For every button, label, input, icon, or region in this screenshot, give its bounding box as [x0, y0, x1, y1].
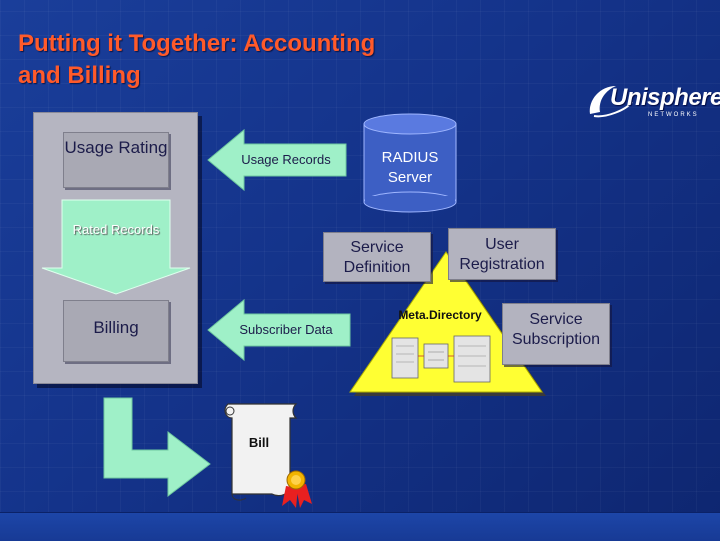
slide-title: Putting it Together: Accounting and Bill…: [18, 28, 518, 92]
database-cylinder-icon: [363, 113, 457, 213]
down-arrow-icon: [41, 199, 191, 295]
title-line-2: and Billing: [18, 62, 141, 89]
logo-name: Unisphere: [610, 84, 720, 111]
elbow-arrow-icon: [103, 397, 211, 498]
usage-records-label: Usage Records: [241, 152, 331, 167]
service-subscription-box: Service Subscription: [502, 303, 610, 365]
pyramid-icon: [349, 251, 546, 396]
title-line-1: Putting it Together: Accounting: [18, 30, 376, 57]
meta-directory-label: Meta.Directory: [398, 308, 482, 322]
user-registration-box: User Registration: [448, 228, 556, 280]
subscriber-data-label: Subscriber Data: [239, 322, 333, 337]
award-ribbon-icon: [282, 470, 312, 508]
logo-subtitle: NETWORKS: [648, 112, 699, 118]
usage-rating-box: Usage Rating: [63, 132, 169, 188]
rated-records-label: Rated Records: [72, 222, 160, 237]
unisphere-logo-icon: [589, 86, 633, 118]
left-arrow-icon: [207, 128, 347, 192]
bill-label: Bill: [248, 435, 270, 450]
service-definition-box: Service Definition: [323, 232, 431, 282]
left-arrow-icon: [207, 298, 351, 362]
billing-box: Billing: [63, 300, 169, 362]
scroll-document-icon: [224, 403, 298, 501]
radius-server-label: RADIUS Server: [381, 149, 439, 186]
bottom-band: [0, 512, 720, 541]
